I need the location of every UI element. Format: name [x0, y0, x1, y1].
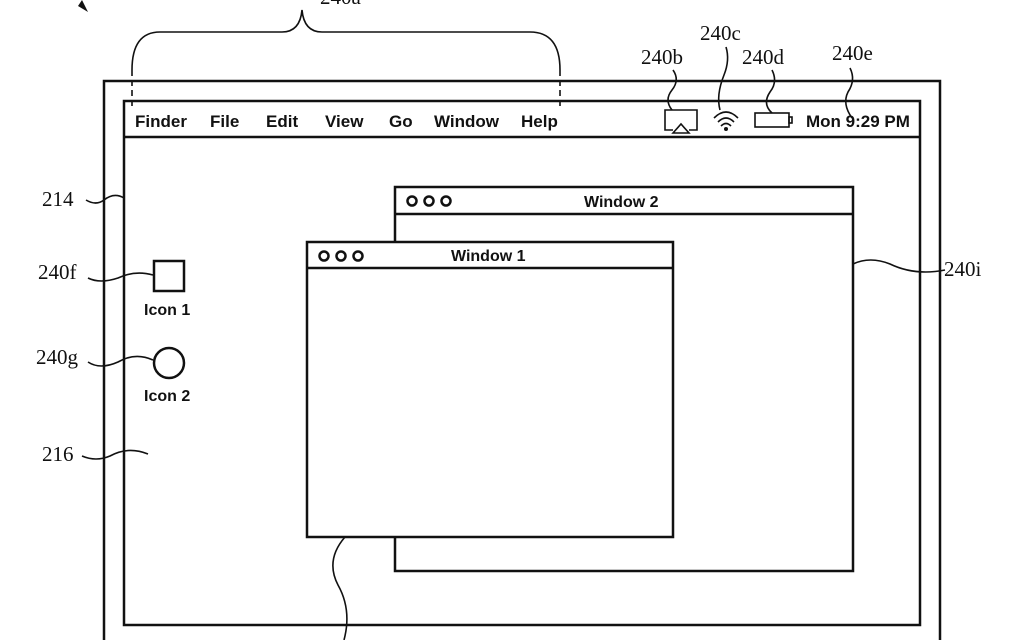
ref-240d: 240d — [742, 45, 785, 69]
ref-240g: 240g — [36, 345, 79, 369]
battery-icon[interactable] — [754, 112, 793, 128]
window-1-title: Window 1 — [451, 248, 526, 265]
wifi-icon[interactable] — [713, 111, 739, 131]
ref-240i: 240i — [944, 257, 982, 281]
display-frame — [102, 79, 942, 640]
leader-240f — [87, 272, 154, 282]
menu-item-go[interactable]: Go — [389, 112, 413, 131]
menu-clock[interactable]: Mon 9:29 PM — [806, 112, 910, 131]
menu-item-finder[interactable]: Finder — [135, 112, 187, 131]
ref-240c: 240c — [700, 21, 741, 45]
ref-240f: 240f — [38, 260, 77, 284]
square-icon — [152, 259, 186, 293]
leader-lines — [667, 46, 854, 119]
menu-item-window[interactable]: Window — [434, 112, 500, 131]
icon-2-label: Icon 2 — [144, 388, 190, 405]
figure-arrow-icon — [78, 0, 88, 12]
ref-214: 214 — [42, 187, 74, 211]
leader-216 — [81, 449, 149, 460]
menu-bracket — [131, 9, 561, 71]
window-2-controls[interactable] — [406, 195, 452, 207]
leader-214 — [85, 194, 125, 204]
menu-bracket-dash — [131, 70, 561, 110]
leader-240g — [87, 355, 154, 367]
ref-240e: 240e — [832, 41, 873, 65]
menu-item-edit[interactable]: Edit — [266, 112, 298, 131]
menu-item-help[interactable]: Help — [521, 112, 558, 131]
menu-bar: Finder File Edit View Go Window Help Mon… — [135, 112, 910, 131]
desktop-icon-2[interactable]: Icon 2 — [144, 346, 190, 405]
airplay-icon[interactable] — [664, 109, 698, 134]
circle-icon — [152, 346, 186, 380]
screen — [122, 99, 922, 627]
ref-240b: 240b — [641, 45, 683, 69]
menu-item-file[interactable]: File — [210, 112, 239, 131]
window-1[interactable]: Window 1 — [305, 240, 675, 539]
desktop-icon-1[interactable]: Icon 1 — [144, 259, 190, 319]
ref-216: 216 — [42, 442, 74, 466]
leader-window-1 — [332, 536, 348, 640]
ref-240a: 240a — [320, 0, 362, 9]
leader-240i — [852, 259, 946, 273]
menu-item-view[interactable]: View — [325, 112, 364, 131]
window-2-title: Window 2 — [584, 194, 659, 211]
window-1-controls[interactable] — [318, 250, 364, 262]
icon-1-label: Icon 1 — [144, 302, 190, 319]
